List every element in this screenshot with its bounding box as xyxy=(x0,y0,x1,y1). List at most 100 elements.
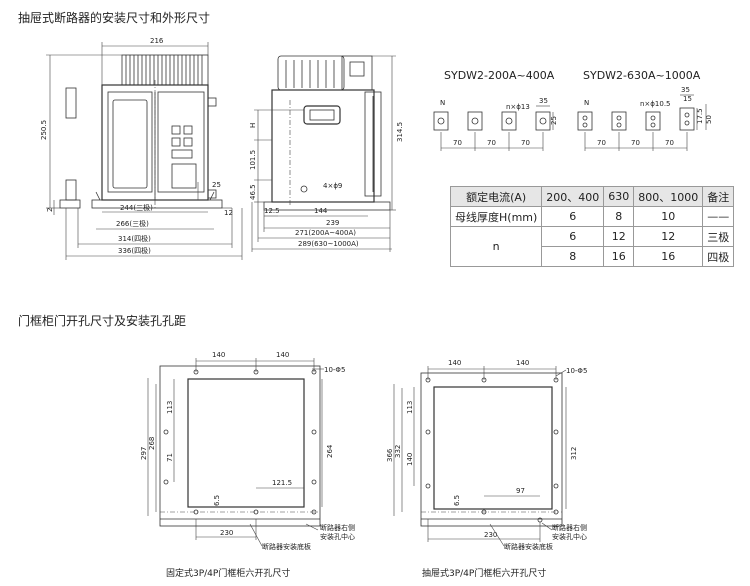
spec-cell: 8 xyxy=(603,206,635,227)
spec-header-cell: 200、400 xyxy=(541,186,605,207)
busbar-large-35: 35 xyxy=(681,86,690,94)
fixed-door-panel: 140 140 10-Φ5 297 268 113 71 264 121.5 6… xyxy=(140,351,355,579)
drawer-door-panel: 140 140 10-Φ5 366 332 113 140 312 97 6.5… xyxy=(386,359,587,579)
fixed-dim-6-5: 6.5 xyxy=(213,495,221,506)
cooling-fins xyxy=(121,54,209,86)
drawer-dim-140: 140 xyxy=(406,453,414,466)
door-section-title: 门框柜门开孔尺寸及安装孔孔距 xyxy=(18,313,186,328)
spec-cell: 16 xyxy=(633,246,704,267)
busbar-small-n-label: N xyxy=(440,99,445,107)
front-dim-12: 12 xyxy=(224,209,233,217)
busbar-large-pitch-3: 70 xyxy=(665,139,674,147)
busbar-large-holes: n×ϕ10.5 xyxy=(640,100,671,108)
spec-cell: 12 xyxy=(603,226,635,247)
side-dim-46-5: 46.5 xyxy=(249,184,257,200)
drawer-holes-label: 10-Φ5 xyxy=(566,367,587,375)
busbar-large-n-label: N xyxy=(584,99,589,107)
front-dim-336: 336(四极) xyxy=(118,246,151,255)
drawer-dim-6-5: 6.5 xyxy=(453,495,461,506)
fixed-dim-140-right: 140 xyxy=(276,351,289,359)
spec-header-cell: 630 xyxy=(603,186,635,207)
busbar-small: N 70 70 70 n×ϕ13 35 25 xyxy=(433,97,558,151)
side-dim-271: 271(200A~400A) xyxy=(295,229,356,237)
side-dim-289: 289(630~1000A) xyxy=(298,240,359,248)
fixed-dim-121-5: 121.5 xyxy=(272,479,292,487)
fixed-dim-113: 113 xyxy=(166,401,174,414)
drawer-dim-140-right: 140 xyxy=(516,359,529,367)
side-dim-239: 239 xyxy=(326,219,339,227)
spec-table-row: n 6 12 12 三极 xyxy=(449,226,735,267)
fixed-dim-264: 264 xyxy=(326,444,334,458)
busbar-large-17-5: 17.5 xyxy=(696,108,704,124)
busbar-large: N 70 70 70 n×ϕ10.5 35 15 17.5 50 xyxy=(577,86,713,151)
fixed-note-side: 断路器右侧 xyxy=(320,523,355,532)
drawer-dim-230: 230 xyxy=(484,531,497,539)
busbar-small-pitch-2: 70 xyxy=(487,139,496,147)
spec-header-cell: 800、1000 xyxy=(633,186,704,207)
spec-cell: 8 xyxy=(541,246,605,267)
side-dim-H: H xyxy=(249,123,257,128)
spec-cell: 12 xyxy=(633,226,704,247)
drawer-caption: 抽屉式3P/4P门框柜六开孔尺寸 xyxy=(422,567,546,579)
front-dim-216: 216 xyxy=(150,37,164,45)
spec-table-row: 母线厚度H(mm) 6 8 10 —— xyxy=(449,206,735,227)
front-dim-244: 244(三极) xyxy=(120,203,153,212)
spec-cell: 6 xyxy=(541,206,605,227)
side-view: H 101.5 46.5 314.5 4×ϕ9 12.5 144 239 271… xyxy=(249,55,404,252)
drawer-dim-332: 332 xyxy=(394,445,402,458)
spec-cell: —— xyxy=(702,206,735,227)
spec-table-row: 8 16 16 四极 xyxy=(451,246,735,267)
fixed-dim-140-left: 140 xyxy=(212,351,225,359)
drawer-dim-113: 113 xyxy=(406,401,414,414)
busbar-small-pitch-3: 70 xyxy=(521,139,530,147)
busbar-small-pitch-1: 70 xyxy=(453,139,462,147)
front-view: 216 250.5 2 25 12 244(三极) 266(三极) 314(四极… xyxy=(40,37,243,260)
fixed-dim-297: 297 xyxy=(140,447,148,460)
drawer-dim-312: 312 xyxy=(570,447,578,460)
spec-cell: 三极 xyxy=(702,226,735,247)
model-large-label: SYDW2-630A~1000A xyxy=(583,69,701,82)
drawer-dim-97: 97 xyxy=(516,487,525,495)
busbar-small-25: 25 xyxy=(550,116,558,125)
drawer-note-center: 安装孔中心 xyxy=(552,532,587,541)
side-dim-101-5: 101.5 xyxy=(249,150,257,170)
spec-table: 额定电流(A) 200、400 630 800、1000 备注 母线厚度H(mm… xyxy=(449,186,735,267)
front-dim-25: 25 xyxy=(212,181,221,189)
drawer-note-side: 断路器右侧 xyxy=(552,523,587,532)
side-dim-12-5: 12.5 xyxy=(264,207,280,215)
spec-cell: 四极 xyxy=(702,246,735,267)
fixed-dim-268: 268 xyxy=(148,437,156,450)
busbar-small-35: 35 xyxy=(539,97,548,105)
side-dim-314-5: 314.5 xyxy=(396,122,404,142)
spec-cell: 母线厚度H(mm) xyxy=(449,206,543,227)
busbar-large-50: 50 xyxy=(705,115,713,124)
fixed-dim-71: 71 xyxy=(166,453,174,462)
spec-cell: 16 xyxy=(603,246,635,267)
spec-cell: n xyxy=(449,226,543,267)
drawer-dim-140-left: 140 xyxy=(448,359,461,367)
fixed-holes-label: 10-Φ5 xyxy=(324,366,345,374)
spec-header-cell: 额定电流(A) xyxy=(449,186,543,207)
front-dim-height: 250.5 xyxy=(40,120,48,140)
side-dim-144: 144 xyxy=(314,207,328,215)
fixed-note-base: 断路器安装底板 xyxy=(262,542,311,551)
busbar-large-pitch-2: 70 xyxy=(631,139,640,147)
spec-cell: 10 xyxy=(633,206,704,227)
drawer-note-base: 断路器安装底板 xyxy=(504,542,553,551)
spec-table-header-row: 额定电流(A) 200、400 630 800、1000 备注 xyxy=(449,186,735,207)
busbar-large-pitch-1: 70 xyxy=(597,139,606,147)
model-small-label: SYDW2-200A~400A xyxy=(444,69,555,82)
fixed-dim-230: 230 xyxy=(220,529,233,537)
fixed-caption: 固定式3P/4P门框柜六开孔尺寸 xyxy=(166,567,290,579)
busbar-large-15: 15 xyxy=(683,95,692,103)
side-holes-label: 4×ϕ9 xyxy=(323,182,342,190)
front-dim-2: 2 xyxy=(46,208,54,212)
front-dim-314: 314(四极) xyxy=(118,234,151,243)
spec-header-cell: 备注 xyxy=(702,186,735,207)
drawer-dim-366: 366 xyxy=(386,448,394,462)
drawer-section-title: 抽屉式断路器的安装尺寸和外形尺寸 xyxy=(18,10,210,25)
busbar-small-holes: n×ϕ13 xyxy=(506,103,530,111)
fixed-note-center: 安装孔中心 xyxy=(320,532,355,541)
spec-cell: 6 xyxy=(541,226,605,247)
